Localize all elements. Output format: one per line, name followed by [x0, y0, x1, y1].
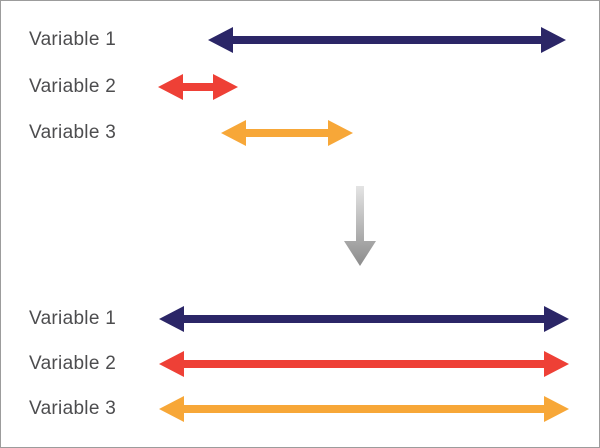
variable-3-label: Variable 3 [29, 398, 117, 419]
variable-2-label: Variable 2 [29, 76, 117, 97]
down-arrow-svg [344, 186, 376, 266]
before-row-variable-1: Variable 1 [1, 26, 599, 54]
after-row-variable-1: Variable 1 [1, 305, 599, 333]
after-row-variable-3: Variable 3 [1, 395, 599, 423]
before-row-variable-3: Variable 3 [1, 119, 599, 147]
variable-2-range-arrow-icon [159, 351, 569, 377]
variable-1-label: Variable 1 [29, 308, 117, 329]
variable-3-label: Variable 3 [29, 122, 117, 143]
double-arrow-svg [159, 351, 569, 377]
variable-1-range-arrow-icon [159, 306, 569, 332]
variable-1-range-arrow-icon [208, 27, 566, 53]
variable-1-label: Variable 1 [29, 29, 117, 50]
transform-down-arrow-icon [344, 186, 376, 266]
variable-3-range-arrow-icon [159, 396, 569, 422]
after-row-variable-2: Variable 2 [1, 350, 599, 378]
double-arrow-svg [159, 306, 569, 332]
variable-2-label: Variable 2 [29, 353, 117, 374]
before-row-variable-2: Variable 2 [1, 73, 599, 101]
variable-3-range-arrow-icon [221, 120, 353, 146]
double-arrow-svg [159, 396, 569, 422]
variable-2-range-arrow-icon [158, 74, 238, 100]
double-arrow-svg [221, 120, 353, 146]
double-arrow-svg [208, 27, 566, 53]
double-arrow-svg [158, 74, 238, 100]
